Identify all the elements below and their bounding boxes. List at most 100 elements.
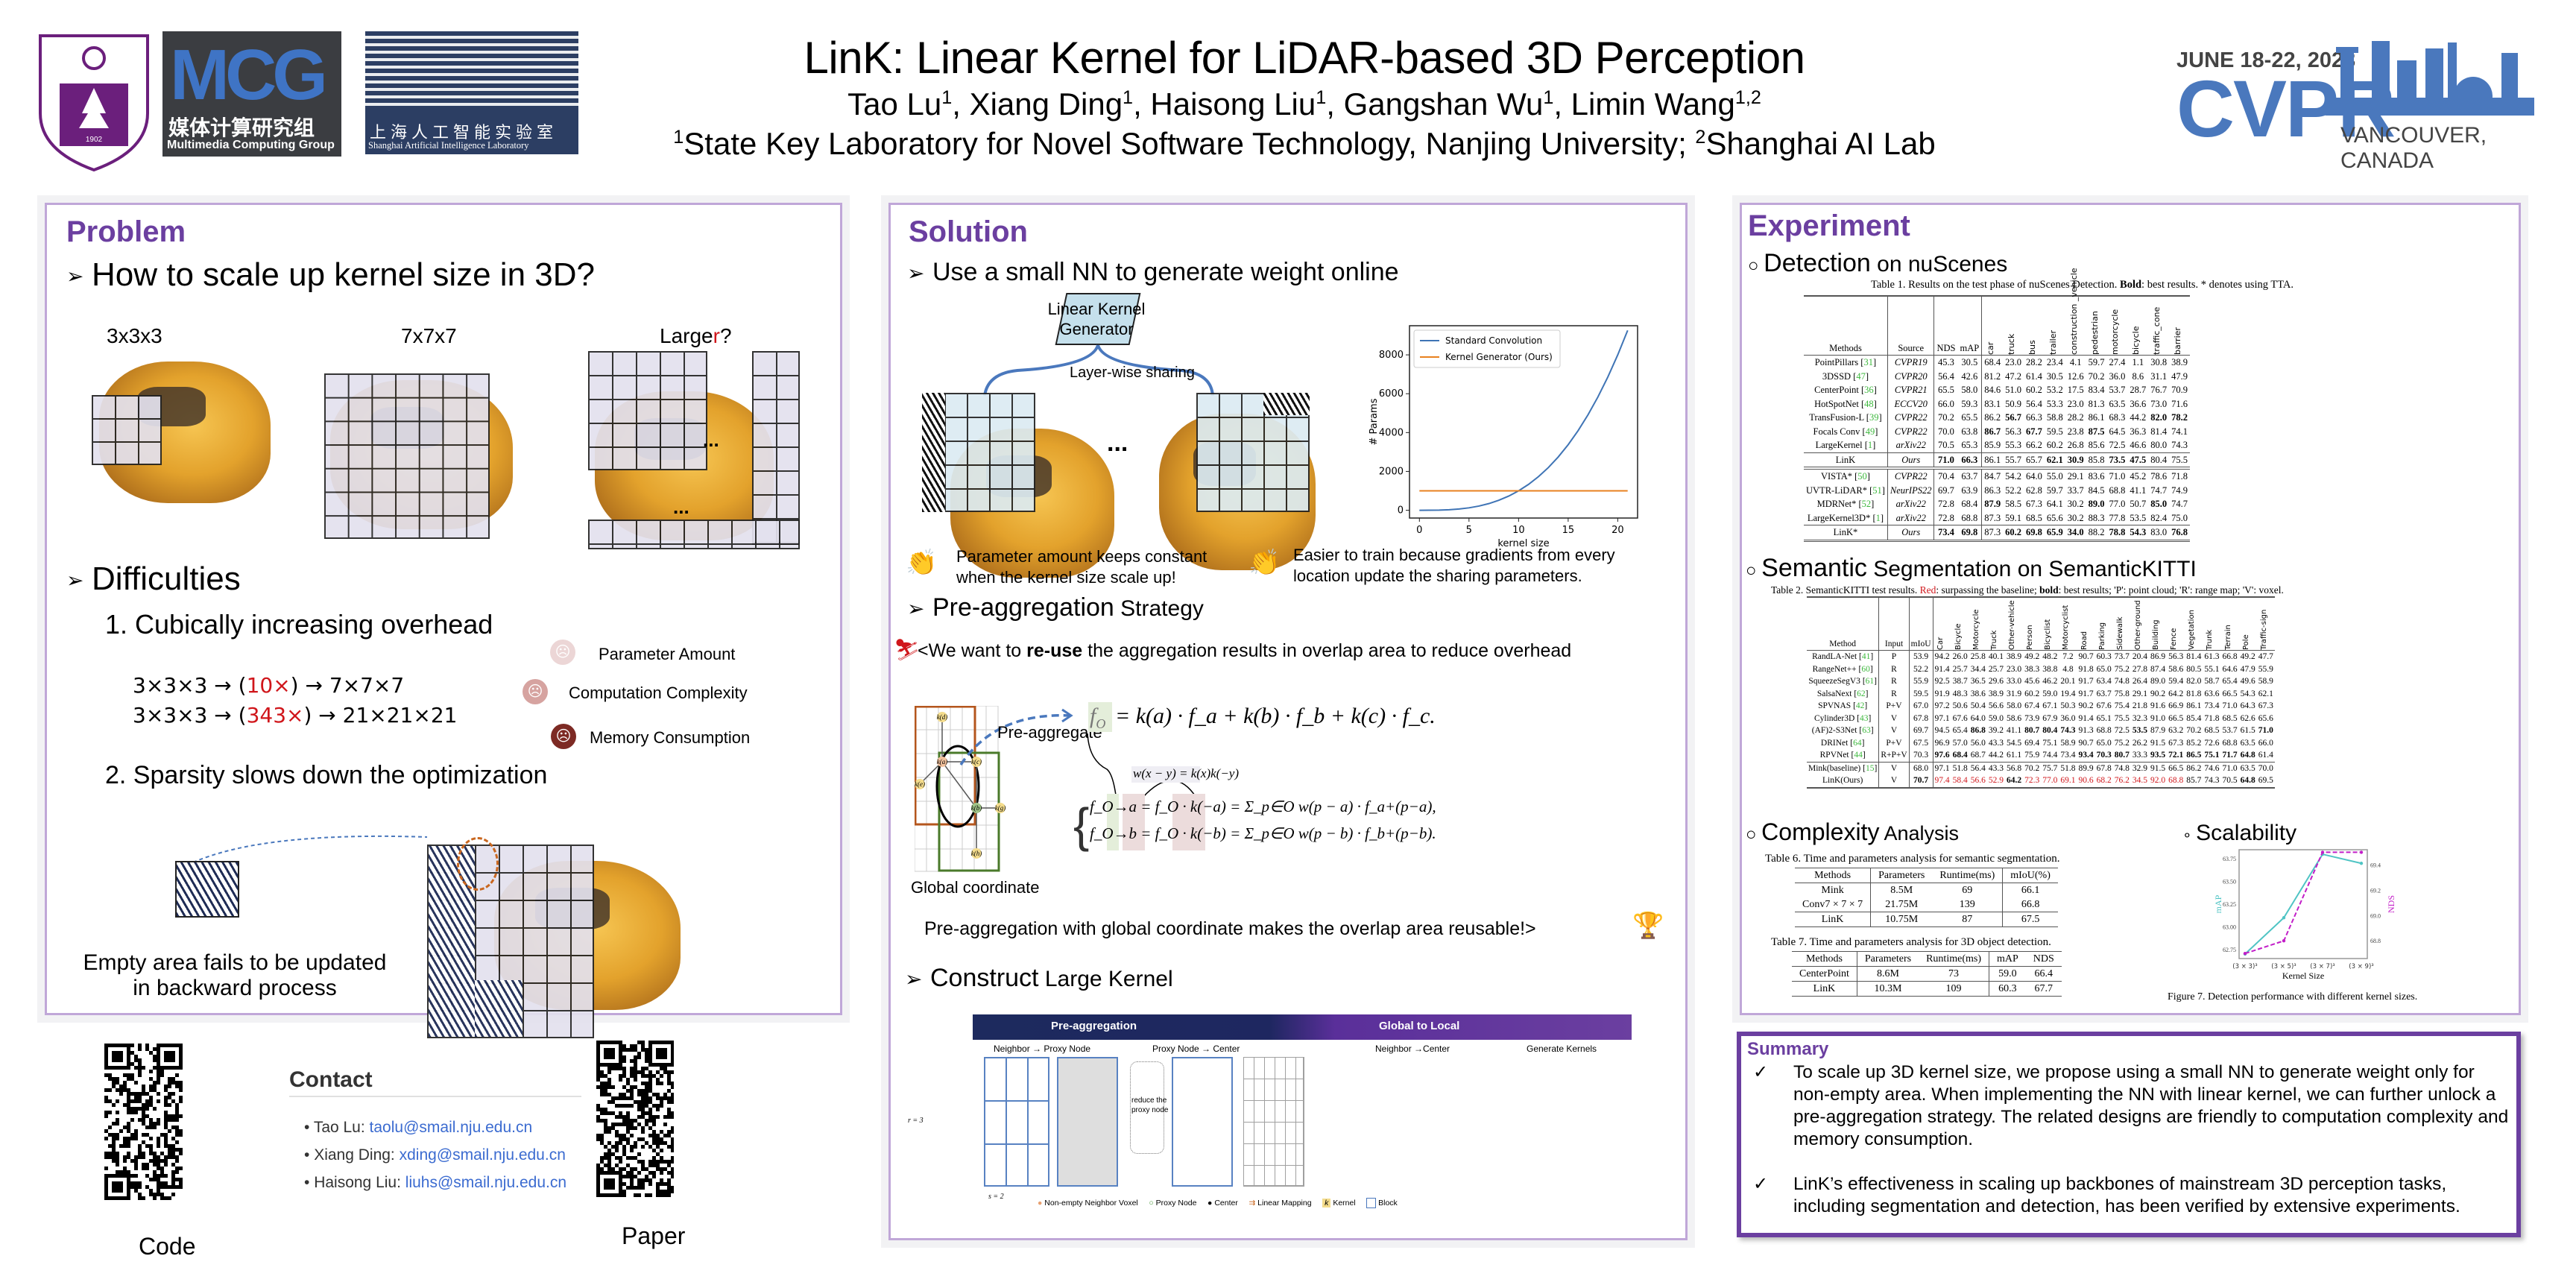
value-cell: 74.7 xyxy=(2150,484,2168,496)
table-header: NDS xyxy=(1936,342,1956,353)
value-cell: 55.9 xyxy=(1909,675,1933,688)
y-axis-label: # Params xyxy=(1368,398,1380,445)
table-header: Input xyxy=(1878,597,1910,651)
value-cell: 63.2 xyxy=(2168,726,2184,735)
table2-caption: Table 2. SemanticKITTI test results. Red… xyxy=(1771,584,2284,596)
value-cell: 8.6M xyxy=(1877,968,1899,979)
value-cell: 50.4 xyxy=(1970,701,1986,710)
header-label: Motorcycle xyxy=(1972,609,1980,650)
value-cell: 28.2 xyxy=(2025,357,2042,367)
email-link[interactable]: taolu@smail.nju.edu.cn xyxy=(369,1119,533,1136)
value-cell: 62.1 xyxy=(2258,689,2273,698)
value-cell: 75.4 xyxy=(2114,701,2130,710)
value-cell: 67.3 xyxy=(2025,499,2042,509)
step-label: Proxy Node → Center xyxy=(1152,1044,1240,1054)
fo-symbol: fO xyxy=(1090,704,1106,731)
table-header: Car xyxy=(1933,597,1951,651)
value-cell: 81.4 xyxy=(2150,426,2168,437)
arrow-bullet-icon: ➢ xyxy=(66,265,84,288)
value-cell: 93.4 xyxy=(2078,751,2094,760)
poster-header: 1902 MCG 媒体计算研究组 Multimedia Computing Gr… xyxy=(0,0,2576,186)
value-cell: 68.8 xyxy=(2109,484,2126,496)
arrow-bullet-icon: ➢ xyxy=(66,569,84,593)
value-cell: 73 xyxy=(1919,966,1989,982)
table-header: construction _vehicle xyxy=(2065,268,2086,356)
value-cell: 75.5 xyxy=(2114,713,2130,723)
x-tick-label: (3 × 3)³ xyxy=(2232,963,2257,970)
header-label: Trunk xyxy=(2206,629,2214,650)
value-cell: 65.5 xyxy=(1957,411,1983,425)
source-cell: CVPR22 xyxy=(1887,411,1935,425)
data-point xyxy=(2320,850,2325,854)
x-tick-label: 15 xyxy=(1562,525,1575,536)
value-cell: 74.8 xyxy=(2114,677,2130,686)
value-cell: 87.3 xyxy=(1984,512,2001,523)
value-cell: 84.7 xyxy=(1984,471,2001,482)
value-cell: 57.0 xyxy=(1952,738,1968,748)
value-cell: 67.8 xyxy=(1909,712,1933,724)
fo-highlight xyxy=(1088,702,1112,732)
value-cell: LinK xyxy=(1795,912,1872,927)
y-tick-label: 63.75 xyxy=(2223,856,2236,862)
value-cell: 73.0 xyxy=(2150,398,2168,409)
value-cell: 74.3 xyxy=(2171,440,2188,450)
value-cell: 84.6 xyxy=(1984,385,2001,395)
value-cell: 60.2 xyxy=(2005,527,2021,537)
value-cell: 53.7 xyxy=(2109,385,2126,395)
y-tick-label: 0 xyxy=(1398,505,1404,517)
value-cell: 38.8 xyxy=(2042,664,2058,674)
value-cell: 26.0 xyxy=(1952,652,1968,661)
table-header: Parameters xyxy=(1878,870,1925,881)
input-cell: V xyxy=(1878,712,1910,724)
value-cell: 82.0 xyxy=(2186,677,2202,686)
y-tick-label: 4000 xyxy=(1379,427,1404,438)
value-cell: 91.4 xyxy=(2078,713,2094,723)
paper-qr-code-icon[interactable] xyxy=(596,1041,674,1205)
source-cell: CVPR22 xyxy=(1887,468,1935,484)
sharing-arrows xyxy=(983,344,1214,397)
value-cell: 68.7 xyxy=(1970,751,1986,760)
checkmark-icon: ✓ xyxy=(1753,1174,1769,1194)
value-cell: 38.9 xyxy=(1988,689,2004,698)
value-cell: 41.1 xyxy=(2130,484,2147,496)
value-cell: 51.8 xyxy=(2060,763,2076,773)
value-cell: 62.8 xyxy=(2025,484,2042,496)
value-cell: 58.7 xyxy=(2204,677,2220,686)
header-label: truck xyxy=(2007,333,2017,355)
header-label: Pole xyxy=(2241,634,2250,650)
value-cell: 72.1 xyxy=(2168,751,2184,760)
node-label: k(d) xyxy=(937,713,948,721)
header-label: traffic_cone xyxy=(2152,306,2162,355)
table-header: Motorcycle xyxy=(1969,597,1987,651)
table-header: Truck xyxy=(1987,597,2005,651)
table-header: Parameters xyxy=(1864,953,1912,965)
value-cell: 64.3 xyxy=(2240,701,2255,710)
value-cell: 74.1 xyxy=(2171,426,2188,437)
value-cell: 77.0 xyxy=(2109,499,2126,509)
value-cell: 56.3 xyxy=(2168,652,2184,661)
w-formula: w(x − y) = k(x)k(−y) xyxy=(1133,766,1239,780)
value-cell: 64.2 xyxy=(2168,689,2184,698)
value-cell: 17.5 xyxy=(2067,385,2084,395)
table-header: Road xyxy=(2077,597,2095,651)
email-link[interactable]: liuhs@smail.nju.edu.cn xyxy=(405,1174,567,1191)
input-cell: P+V xyxy=(1878,700,1910,713)
email-link[interactable]: xding@smail.nju.edu.cn xyxy=(399,1146,566,1164)
w-formula-bg xyxy=(1131,766,1200,783)
clapping-hands-icon: 👏 xyxy=(906,549,938,577)
value-cell: 66.8 xyxy=(2021,899,2040,910)
value-cell: 90.6 xyxy=(2078,776,2094,785)
arrow-bullet-icon: ➢ xyxy=(905,967,923,991)
value-cell: 64.6 xyxy=(2222,664,2238,674)
code-qr-code-icon[interactable] xyxy=(104,1044,183,1206)
value-cell: 58.8 xyxy=(2046,412,2063,423)
x-axis-label: kernel size xyxy=(1497,538,1549,549)
step-label: Generate Kernels xyxy=(1527,1044,1597,1054)
y2-tick-label: 69.4 xyxy=(2370,862,2381,868)
table-header: mIoU(%) xyxy=(2010,870,2051,881)
